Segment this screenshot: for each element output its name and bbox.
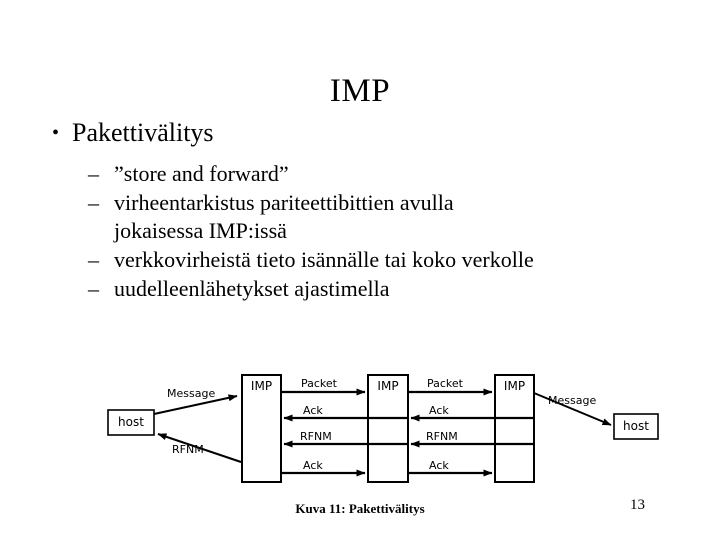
imp-2-label: IMP [377,379,399,393]
edge-label-ack-1: Ack [303,404,323,417]
bullet-level2-line: ”store and forward” [114,161,289,186]
edge-label-packet-2: Packet [427,377,463,390]
bullet-marker-icon: • [52,122,60,144]
imp-box-1 [241,374,282,483]
imp-box-2 [367,374,409,483]
edge-rfnm-left [157,433,242,463]
host-right-label: host [623,419,649,433]
bullet-level2-line: virheentarkistus pariteettibittien avull… [114,190,454,215]
imp-box-3 [494,374,535,483]
figure-caption: Kuva 11: Pakettivälitys [295,501,425,516]
page-number: 13 [630,497,645,513]
host-right-box [613,413,659,440]
bullet-level1: • Pakettivälitys [52,117,214,149]
host-left-box [107,409,155,436]
edge-label-message-right: Message [548,394,597,407]
edge-message-right [533,392,612,426]
bullet-level2-item: – uudelleenlähetykset ajastimella [88,275,688,303]
edge-label-message-left: Message [167,387,216,400]
edge-label-rfnm-1: RFNM [300,430,332,443]
edge-message-left [153,394,238,415]
dash-marker-icon: – [88,247,99,272]
edge-label-ack-3: Ack [429,404,449,417]
bullet-level2-line: verkkovirheistä tieto isännälle tai koko… [114,247,534,272]
dash-marker-icon: – [88,161,99,186]
dash-marker-icon: – [88,190,99,215]
bullet-level2-line: uudelleenlähetykset ajastimella [114,276,390,301]
dash-marker-icon: – [88,276,99,301]
edge-label-rfnm-left: RFNM [172,443,204,456]
host-left-label: host [118,415,144,429]
edge-label-ack-4: Ack [429,459,449,472]
edge-label-packet-1: Packet [301,377,337,390]
edge-label-ack-2: Ack [303,459,323,472]
imp-1-label: IMP [250,379,273,393]
edge-label-rfnm-2: RFNM [426,430,458,443]
bullet-level2-item: – ”store and forward” [88,160,688,188]
page-title: IMP [329,73,391,109]
bullet-level1-label: Pakettivälitys [72,118,214,147]
bullet-level2-line: jokaisessa IMP:issä [114,218,287,243]
imp-3-label: IMP [503,379,526,393]
bullet-level2-item: – virheentarkistus pariteettibittien avu… [88,189,688,245]
bullet-level2-item: – verkkovirheistä tieto isännälle tai ko… [88,246,688,274]
bullet-level2-list: – ”store and forward” – virheentarkistus… [88,160,688,304]
